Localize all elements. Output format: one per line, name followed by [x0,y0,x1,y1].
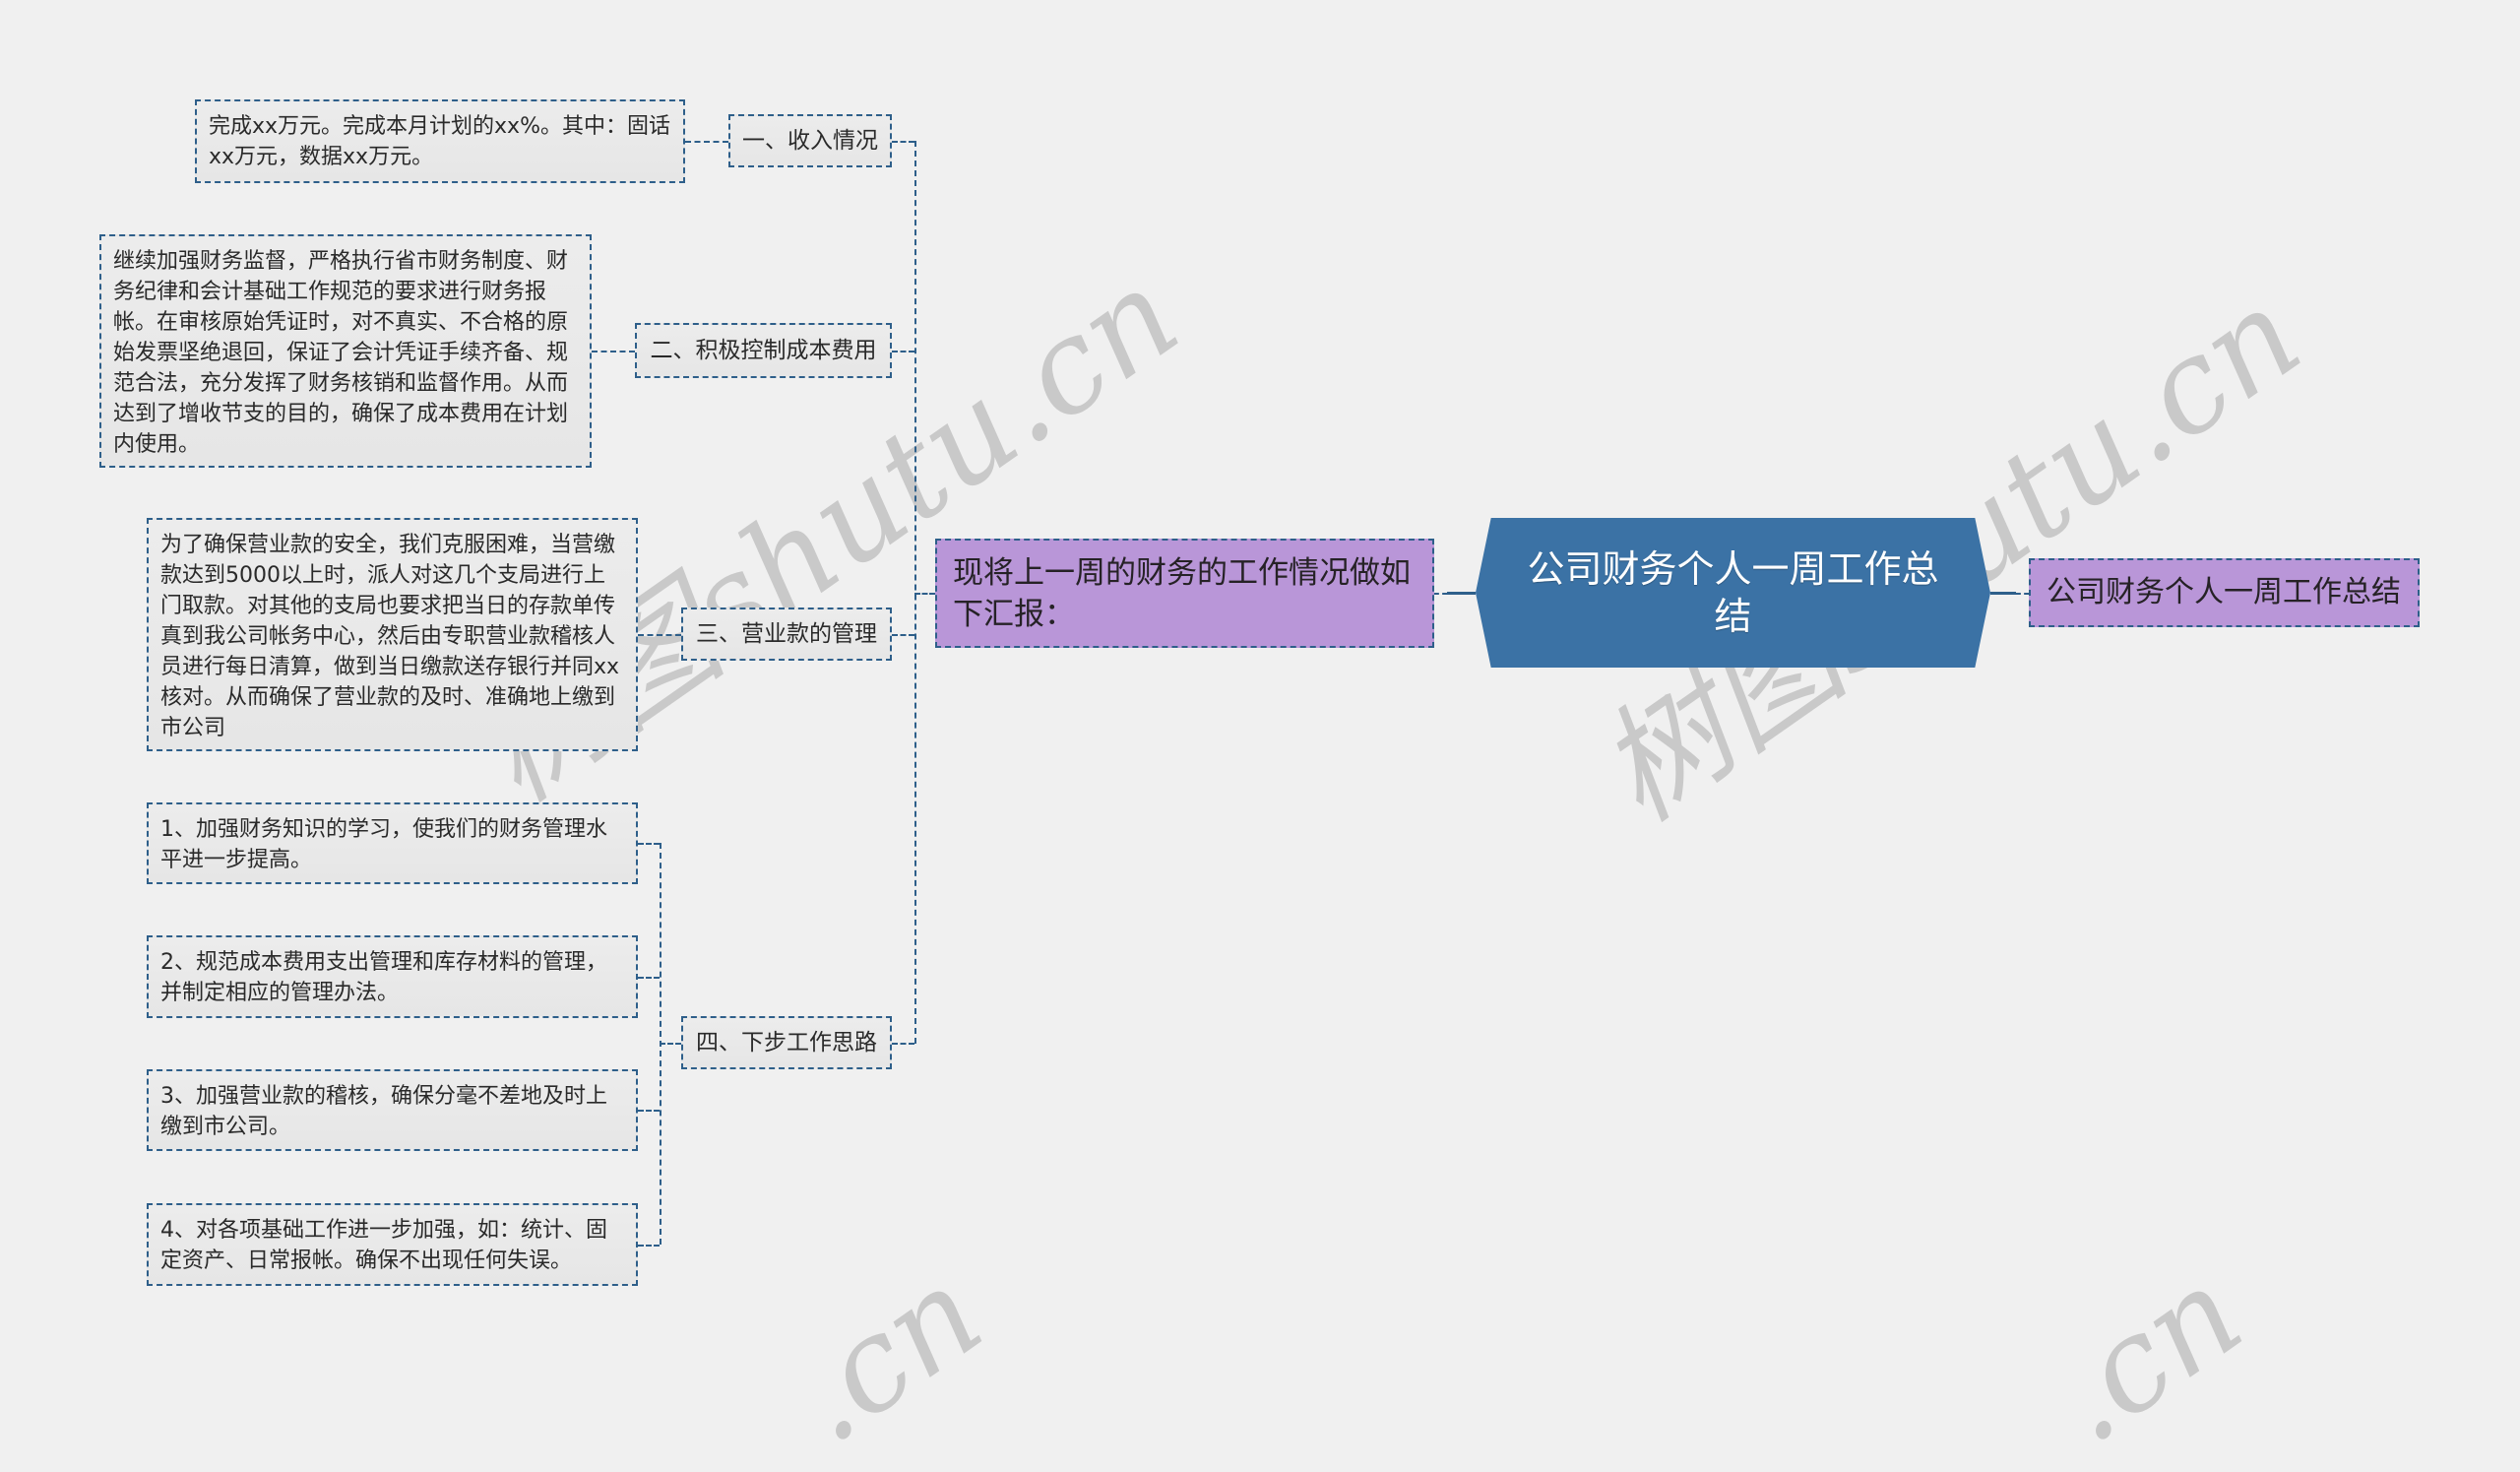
right-summary-label: 公司财务个人一周工作总结 [2047,575,2401,609]
detail-text: 3、加强营业款的稽核，确保分毫不差地及时上缴到市公司。 [160,1084,607,1139]
spine [914,141,916,1044]
connector-spine-s4 [892,1043,914,1045]
sub-spine [660,843,662,1245]
connector-s4-d3 [638,1110,660,1112]
section-next-steps[interactable]: 四、下步工作思路 [681,1016,892,1069]
next-step-item-4[interactable]: 4、对各项基础工作进一步加强，如：统计、固定资产、日常报帐。确保不出现任何失误。 [147,1203,638,1286]
root-title: 公司财务个人一周工作总结 [1527,547,1939,638]
connector-s2-leaf [592,351,635,352]
right-summary-node[interactable]: 公司财务个人一周工作总结 [2029,558,2420,627]
root-node[interactable]: 公司财务个人一周工作总结 [1476,518,1990,668]
connector-s4-d2 [638,977,660,979]
connector-root-main-dash [1434,593,1447,595]
section-cost-control-label: 二、积极控制成本费用 [650,338,877,363]
detail-text: 2、规范成本费用支出管理和库存材料的管理，并制定相应的管理办法。 [160,950,607,1005]
connector-main-spine [914,593,935,595]
connector-s4-d1 [638,843,660,845]
detail-text: 1、加强财务知识的学习，使我们的财务管理水平进一步提高。 [160,817,607,872]
detail-text: 为了确保营业款的安全，我们克服困难，当营缴款达到5000以上时，派人对这几个支局… [160,533,620,740]
detail-text: 继续加强财务监督，严格执行省市财务制度、财务纪律和会计基础工作规范的要求进行财务… [113,249,569,457]
watermark: .cn [762,1238,1008,1472]
section-income[interactable]: 一、收入情况 [728,114,892,167]
next-step-item-3[interactable]: 3、加强营业款的稽核，确保分毫不差地及时上缴到市公司。 [147,1069,638,1151]
connector-s1-leaf [685,141,728,143]
section-next-steps-label: 四、下步工作思路 [696,1030,877,1056]
watermark: .cn [2022,1238,2268,1472]
connector-s4-subspine [660,1043,681,1045]
connector-spine-s3 [892,634,914,636]
main-branch-node[interactable]: 现将上一周的财务的工作情况做如下汇报： [935,539,1434,648]
section-revenue-management-detail[interactable]: 为了确保营业款的安全，我们克服困难，当营缴款达到5000以上时，派人对这几个支局… [147,518,638,751]
section-income-label: 一、收入情况 [742,128,878,154]
connector-root-right-dash [2016,593,2029,595]
section-cost-control-detail[interactable]: 继续加强财务监督，严格执行省市财务制度、财务纪律和会计基础工作规范的要求进行财务… [99,234,592,468]
detail-text: 完成xx万元。完成本月计划的xx%。其中：固话xx万元，数据xx万元。 [209,114,670,169]
connector-spine-s2 [892,351,914,352]
section-cost-control[interactable]: 二、积极控制成本费用 [635,323,892,378]
next-step-item-1[interactable]: 1、加强财务知识的学习，使我们的财务管理水平进一步提高。 [147,802,638,884]
section-income-detail[interactable]: 完成xx万元。完成本月计划的xx%。其中：固话xx万元，数据xx万元。 [195,99,685,183]
next-step-item-2[interactable]: 2、规范成本费用支出管理和库存材料的管理，并制定相应的管理办法。 [147,935,638,1018]
connector-spine-s1 [892,141,914,143]
connector-s3-leaf [638,634,681,636]
connector-s4-d4 [638,1245,660,1247]
section-revenue-management[interactable]: 三、营业款的管理 [681,608,892,661]
connector-root-main [1447,592,1476,595]
main-branch-label: 现将上一周的财务的工作情况做如下汇报： [953,555,1411,632]
section-revenue-management-label: 三、营业款的管理 [696,621,877,647]
connector-root-right [1990,592,2016,595]
detail-text: 4、对各项基础工作进一步加强，如：统计、固定资产、日常报帐。确保不出现任何失误。 [160,1218,607,1273]
